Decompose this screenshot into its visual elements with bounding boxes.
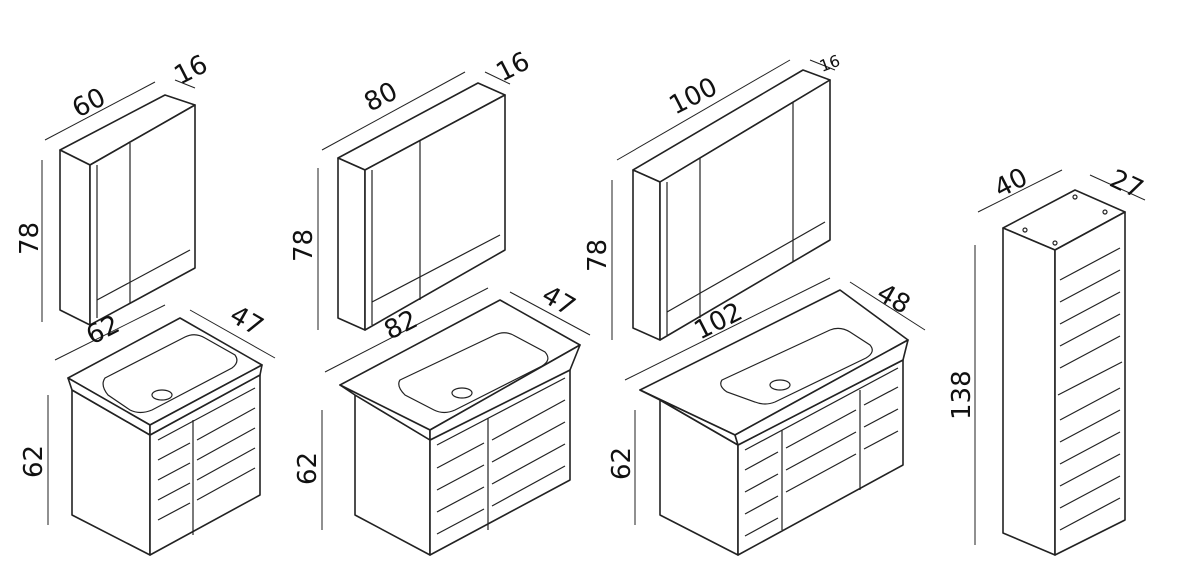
tall-cabinet: 40 27 138 [947, 162, 1148, 556]
mirror3-width-label: 100 [665, 72, 723, 121]
tall-depth-label: 27 [1105, 164, 1148, 205]
mirror2-height-label: 78 [289, 229, 319, 262]
vanity3-depth-label: 48 [872, 278, 916, 321]
vanity-82: 82 47 62 [293, 280, 591, 556]
vanity-62: 62 47 62 [19, 300, 276, 556]
mirror2-width-label: 80 [360, 76, 403, 118]
vanity2-depth-label: 47 [537, 280, 581, 323]
tall-width-label: 40 [990, 162, 1033, 204]
tall-height-label: 138 [947, 370, 977, 420]
mirror3-depth-label: 16 [817, 51, 843, 76]
mirror-cabinet-80: 80 16 78 [289, 46, 535, 331]
mirror1-width-label: 60 [68, 82, 111, 124]
mirror3-height-label: 78 [583, 239, 613, 272]
vanity2-height-label: 62 [293, 452, 323, 485]
vanity1-depth-label: 47 [225, 300, 269, 343]
mirror-cabinet-100: 100 16 78 [583, 51, 843, 341]
mirror1-height-label: 78 [15, 222, 45, 255]
vanity1-height-label: 62 [19, 445, 49, 478]
vanity3-height-label: 62 [607, 447, 637, 480]
mirror-cabinet-60: 60 16 78 [15, 49, 213, 326]
mirror1-depth-label: 16 [170, 49, 213, 91]
mirror2-depth-label: 16 [492, 46, 535, 88]
